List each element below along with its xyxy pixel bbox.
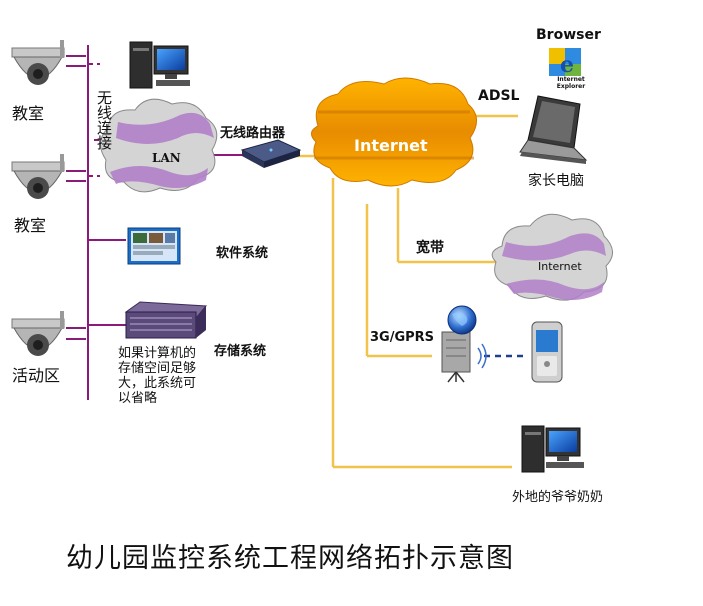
storage-note-line: 如果计算机的 (118, 346, 197, 361)
lan-cloud-icon (100, 98, 218, 193)
broadband-label: 宽带 (416, 240, 444, 256)
camera-label-classroom-1: 教室 (12, 104, 45, 123)
storage-system-label: 存储系统 (214, 344, 267, 359)
svg-text:e: e (560, 52, 574, 78)
storage-rack-icon (124, 301, 208, 339)
internet-cloud-label: Internet (354, 136, 428, 155)
globe-icon (447, 305, 477, 335)
parent-pc-label: 家长电脑 (528, 173, 584, 189)
ie-logo-text: Internet Explorer (556, 76, 586, 90)
browser-label: Browser (536, 27, 601, 43)
storage-note-line: 存储空间足够 (118, 361, 197, 376)
camera-label-classroom-2: 教室 (14, 216, 47, 235)
internet-links (296, 114, 518, 469)
broadband-cloud-label: Internet (538, 260, 582, 273)
camera-icon (11, 40, 65, 85)
laptop-icon (519, 95, 588, 164)
lan-cloud-label: LAN (152, 151, 181, 165)
storage-note-line: 大，此系统可 (118, 376, 197, 391)
lan-bus (66, 45, 244, 400)
internet-explorer-logo-icon: e (549, 48, 581, 78)
grandparents-pc-label: 外地的爷爷奶奶 (512, 490, 604, 505)
cell-tower-icon (441, 331, 471, 383)
desktop-pc-icon (521, 425, 584, 473)
wireless-link-label: 无线连接 (95, 90, 113, 150)
adsl-label: ADSL (478, 88, 520, 104)
wireless-router-icon (240, 139, 302, 168)
camera-icon (11, 154, 65, 199)
camera-icon (11, 311, 65, 356)
desktop-pc-icon (129, 41, 190, 89)
software-system-screen-icon (127, 227, 181, 265)
mobile-phone-icon (531, 321, 563, 383)
internet-cloud-icon (311, 77, 477, 187)
broadband-internet-cloud-icon (491, 213, 613, 301)
storage-note-line: 以省略 (118, 391, 158, 406)
software-system-label: 软件系统 (216, 246, 269, 261)
diagram-title: 幼儿园监控系统工程网络拓扑示意图 (66, 543, 514, 574)
camera-label-activity-area: 活动区 (12, 366, 61, 385)
mobile-link-label: 3G/GPRS (370, 330, 435, 345)
router-label: 无线路由器 (220, 126, 286, 141)
storage-note: 如果计算机的 存储空间足够 大，此系统可 以省略 (118, 346, 196, 406)
signal-arc-icon (477, 343, 487, 369)
